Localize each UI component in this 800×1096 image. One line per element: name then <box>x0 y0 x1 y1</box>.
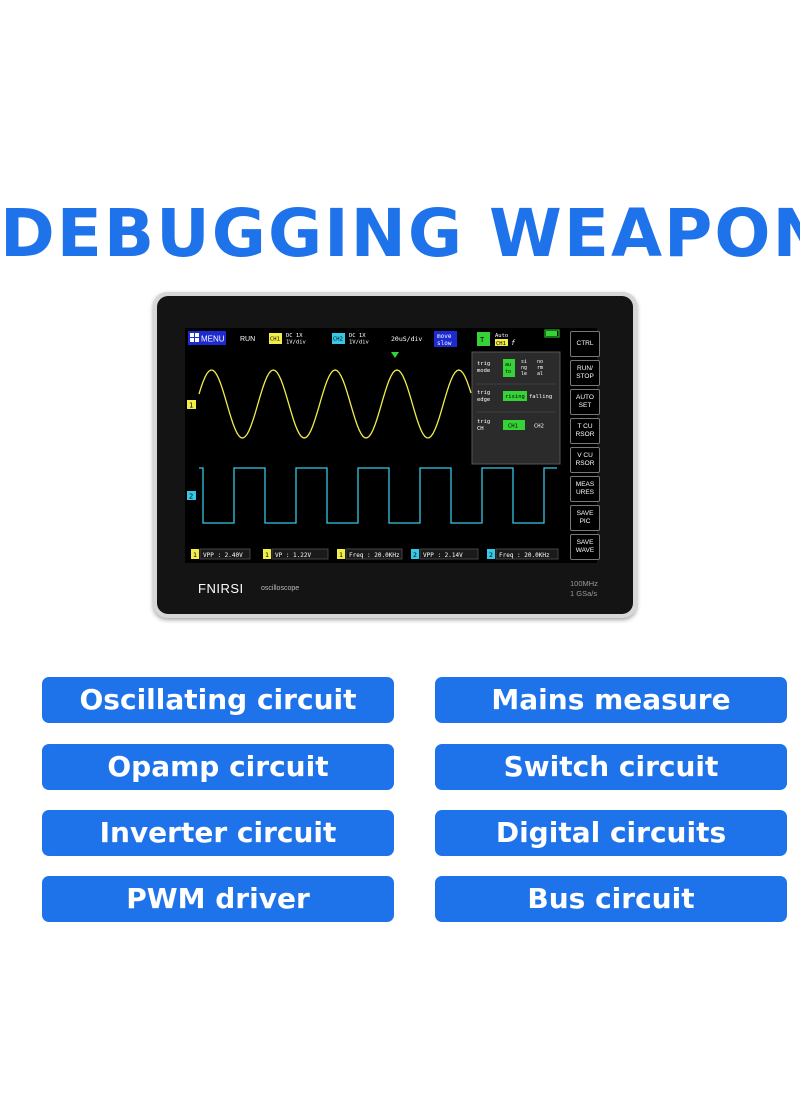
move-line2: slow <box>437 340 452 347</box>
oscilloscope-screen: MENU RUN CH1 DC 1X 1V/div CH2 DC 1X 1V/d… <box>185 328 597 563</box>
measurement-value: Freq : 20.0KHz <box>499 552 550 559</box>
feature-tag: Switch circuit <box>435 744 787 790</box>
feature-tag: Digital circuits <box>435 810 787 856</box>
feature-tag: Inverter circuit <box>42 810 394 856</box>
ch2-waveform <box>199 467 557 524</box>
trig-edge-falling-button[interactable]: falling <box>529 394 552 400</box>
save-pic-button[interactable]: SAVE PIC <box>570 505 600 531</box>
ch2-scale: 1V/div <box>349 340 370 346</box>
trigger-icon-bg[interactable] <box>477 332 490 346</box>
svg-text:au: au <box>505 362 511 368</box>
ch1-tag: CH1 <box>270 337 280 343</box>
measurement-box[interactable] <box>199 548 251 560</box>
svg-text:rm: rm <box>537 365 543 371</box>
ch2-tag-bg[interactable] <box>332 333 345 344</box>
svg-text:trig: trig <box>477 390 490 396</box>
headline: DEBUGGING WEAPON <box>0 195 800 272</box>
trigger-ch-tag-bg <box>495 339 508 346</box>
trigger-ch-tag: CH1 <box>496 341 506 347</box>
ch1-marker-bg[interactable] <box>187 400 196 409</box>
trigger-menu: trig mode au to si ng le no rm al trig e… <box>471 351 561 465</box>
spec-sample-rate: 1 GSa/s <box>570 589 598 598</box>
t-cursor-button[interactable]: T CU RSOR <box>570 418 600 444</box>
feature-tag: PWM driver <box>42 876 394 922</box>
measurement-box[interactable] <box>495 548 559 560</box>
measures-button[interactable]: MEAS URES <box>570 476 600 502</box>
svg-text:to: to <box>505 369 511 375</box>
feature-tag: Oscillating circuit <box>42 677 394 723</box>
brand-subtitle: oscilloscope <box>261 585 300 592</box>
svg-text:trig: trig <box>477 419 490 425</box>
save-wave-button[interactable]: SAVE WAVE <box>570 534 600 560</box>
measurement-channel-number: 1 <box>265 551 269 559</box>
trig-ch1-button[interactable] <box>503 420 525 430</box>
ch1-tag-bg[interactable] <box>269 333 282 344</box>
svg-text:le: le <box>521 371 527 377</box>
ch1-waveform <box>198 369 472 439</box>
oscilloscope-device: MENU RUN CH1 DC 1X 1V/div CH2 DC 1X 1V/d… <box>153 292 637 618</box>
trig-mode-label-2: mode <box>477 368 490 374</box>
feature-tag: Bus circuit <box>435 876 787 922</box>
measurement-box[interactable] <box>419 548 479 560</box>
measurement-channel-number: 2 <box>489 551 493 559</box>
measurement-channel-number: 2 <box>413 551 417 559</box>
trig-ch2-button[interactable]: CH2 <box>534 424 544 430</box>
measurement-channel-tag <box>411 549 419 559</box>
svg-text:CH: CH <box>477 426 484 432</box>
svg-text:rising: rising <box>505 394 525 400</box>
measurement-channel-tag <box>337 549 345 559</box>
measurement-channel-number: 1 <box>339 551 343 559</box>
measurement-channel-tag <box>487 549 495 559</box>
ch2-marker: 2 <box>189 493 193 501</box>
trig-mode-auto-button[interactable] <box>503 359 515 377</box>
measurement-value: VPP : 2.40V <box>203 552 243 559</box>
ch1-coupling: DC 1X <box>286 333 303 339</box>
auto-set-button[interactable]: AUTO SET <box>570 389 600 415</box>
trig-edge-rising-button[interactable] <box>503 391 527 401</box>
v-cursor-button[interactable]: V CU RSOR <box>570 447 600 473</box>
trig-mode-normal-button[interactable]: no <box>537 359 543 365</box>
measurement-box[interactable] <box>271 548 329 560</box>
measurement-channel-tag <box>191 549 199 559</box>
menu-grid-icon <box>190 333 199 342</box>
ch2-marker-bg[interactable] <box>187 491 196 500</box>
measurement-channel-tag <box>263 549 271 559</box>
screen-canvas: MENU RUN CH1 DC 1X 1V/div CH2 DC 1X 1V/d… <box>187 329 561 560</box>
ch2-tag: CH2 <box>333 337 343 343</box>
measurement-channel-number: 1 <box>193 551 197 559</box>
measurement-box[interactable] <box>345 548 403 560</box>
svg-text:edge: edge <box>477 397 490 403</box>
brand-logo: FNIRSI <box>198 581 244 596</box>
trigger-auto: Auto <box>495 333 508 339</box>
measurement-value: VP : 1.22V <box>275 552 312 559</box>
device-bezel: MENU RUN CH1 DC 1X 1V/div CH2 DC 1X 1V/d… <box>157 296 633 614</box>
ctrl-button[interactable]: CTRL <box>570 331 600 357</box>
measurement-value: VPP : 2.14V <box>423 552 463 559</box>
menu-label: MENU <box>201 335 225 344</box>
feature-tag: Opamp circuit <box>42 744 394 790</box>
ch2-coupling: DC 1X <box>349 333 366 339</box>
svg-text:ng: ng <box>521 365 527 371</box>
spec-bandwidth: 100MHz <box>570 579 598 588</box>
run-stop-button[interactable]: RUN/ STOP <box>570 360 600 386</box>
trig-mode-label-1: trig <box>477 361 490 367</box>
timebase[interactable]: 20uS/div <box>391 335 422 343</box>
measurement-value: Freq : 20.0KHz <box>349 552 400 559</box>
battery-icon <box>544 329 560 338</box>
trig-mode-single-button[interactable]: si <box>521 359 527 365</box>
ch1-scale: 1V/div <box>286 340 307 346</box>
run-state: RUN <box>240 336 255 343</box>
move-line1: move <box>437 333 452 340</box>
trigger-icon: T <box>480 336 485 344</box>
feature-tag: Mains measure <box>435 677 787 723</box>
svg-text:al: al <box>537 371 543 377</box>
trigger-edge-f: f <box>511 339 516 347</box>
svg-text:CH1: CH1 <box>508 424 518 430</box>
trigger-position-marker-icon[interactable] <box>391 352 399 358</box>
device-specs: 100MHz 1 GSa/s <box>570 579 598 599</box>
move-speed-button[interactable] <box>434 331 457 347</box>
ch1-marker: 1 <box>189 402 193 410</box>
